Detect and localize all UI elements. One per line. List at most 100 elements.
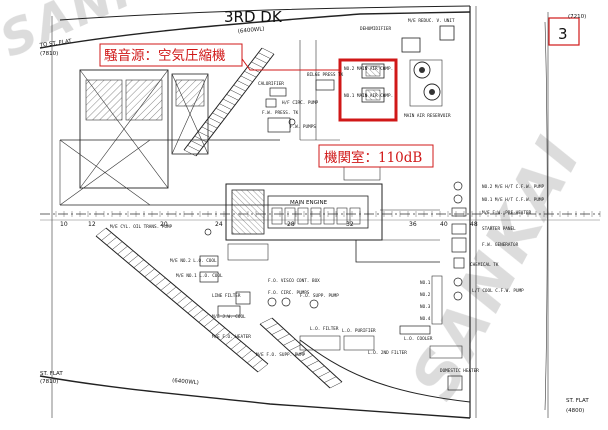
- page-number-box: 3: [548, 17, 580, 46]
- ladder-rung: [209, 323, 220, 332]
- starter-panel-label: STARTER PANEL: [482, 226, 516, 232]
- noise-source-callout: 騒音源：空気圧縮機: [99, 43, 340, 71]
- upper-left-trunks: [59, 69, 300, 206]
- ladder-rung: [155, 277, 166, 287]
- pump-no1: NO.1: [420, 280, 431, 286]
- lo-cooler-label: L.O. COOLER: [404, 336, 433, 342]
- ladder-rung: [101, 232, 112, 241]
- frame-number: 36: [409, 221, 417, 228]
- engine-room-text: 機関室：110dB: [324, 149, 422, 166]
- ladder-rung: [265, 323, 278, 330]
- right-bottom-flat: ST. FLAT: [566, 398, 589, 404]
- ladder-rung: [214, 327, 225, 336]
- ladder-rung: [226, 94, 239, 101]
- me-fo-heater-label: M/E F.O. HEATER: [212, 334, 251, 340]
- hull-outline: [39, 5, 549, 419]
- page-number: 3: [558, 25, 568, 43]
- ladder-rung: [208, 117, 221, 124]
- dim-bottom: (6400WL): [172, 378, 199, 386]
- lo-2nd-filter-label: L.O. 2ND FILTER: [368, 350, 407, 356]
- ladder-rung: [95, 227, 107, 237]
- me-fw-preheater-label: M/E F.W. PRE-HEATER: [482, 210, 532, 216]
- ladder-rung: [257, 363, 269, 373]
- ladder-rung: [236, 345, 247, 355]
- ladder-rung: [171, 291, 182, 300]
- ladder-rung: [277, 333, 290, 341]
- main-air-reservoir-label: MAIN AIR RESERVOIR: [404, 113, 451, 119]
- ladder-rung: [306, 360, 319, 367]
- dehumidifier-icon: [401, 37, 421, 53]
- engine-cylinder: [284, 207, 296, 225]
- main-air-comp-1-label: NO.1 MAIN AIR COMP.: [344, 93, 393, 99]
- right-bottom-dim: (4800): [566, 408, 584, 414]
- ladder-rung: [240, 75, 253, 83]
- ladder-rung: [259, 317, 273, 325]
- main-engine-label: MAIN ENGINE: [290, 200, 328, 206]
- left-hull-labels: TO ST. FLAT (7810) (6400WL) ST. FLAT (78…: [38, 26, 264, 386]
- ladder-rung: [122, 250, 134, 259]
- deck-title: 3RD DK: [224, 8, 283, 26]
- page-number-frame: [548, 17, 580, 46]
- noise-source-leader: [239, 55, 340, 71]
- flat-top-dim: (7810): [40, 51, 58, 57]
- ladder-rung: [237, 80, 250, 87]
- bilge-press-tk-label: BILGE PRESS TK: [307, 72, 344, 78]
- lo-purifier-label: L.O. PURIFIER: [342, 328, 376, 334]
- flat-bottom-label: ST. FLAT: [40, 371, 63, 377]
- air-reservoir-icon: [413, 61, 431, 79]
- ladder-rung: [198, 131, 211, 138]
- me-no1-lo-cool-label: M/E NO.1 L.O. COOL: [176, 273, 223, 279]
- ladder-rung: [160, 282, 171, 291]
- ladder-rung: [212, 112, 225, 120]
- pump-no4: NO.4: [420, 316, 431, 322]
- ladder-rung: [220, 332, 231, 341]
- ladder-rung: [251, 61, 264, 69]
- me-jw-cool-label: M/E J.W. COOL: [212, 314, 246, 320]
- main-engine-outline: [225, 183, 383, 241]
- ladder-rung: [258, 52, 271, 59]
- me-cyl-oil-trans-label: M/E CYL. OIL TRANS. PUMP: [110, 224, 172, 230]
- frame-number: 48: [470, 221, 478, 228]
- main-air-comp-2-label: NO.2 MAIN AIR COMP.: [344, 66, 393, 72]
- no1-ht-cfw-pump-label: NO.1 M/E H/T C.F.W. PUMP: [482, 197, 544, 203]
- main-air-comp-1-icon: [361, 87, 385, 103]
- lt-cool-cfw-pump-label: L/T COOL C.F.W. PUMP: [472, 288, 524, 294]
- frame-number: 40: [440, 221, 448, 228]
- fo-supply-pump-label: F.O. SUPP. PUMP: [300, 293, 339, 299]
- me-no2-lo-cool-label: M/E NO.2 L.O. COOL: [170, 258, 217, 264]
- pump-no3: NO.3: [420, 304, 431, 310]
- right-top-dim: (7210): [568, 14, 586, 20]
- ladder-rung: [176, 295, 188, 305]
- frame-number: 28: [287, 221, 295, 228]
- frame-number: 20: [160, 221, 168, 228]
- frame-number: 10: [60, 221, 68, 228]
- ladder-rung: [203, 318, 215, 327]
- hf-circ-pump-label: H/F CIRC. PUMP: [282, 100, 319, 106]
- engine-room-box: [318, 144, 434, 168]
- ladder-rung: [144, 268, 155, 277]
- main-air-comp-2-icon: [361, 63, 385, 79]
- ladder-rung: [244, 70, 257, 78]
- ladder-rung: [139, 264, 150, 273]
- ladder-rung: [219, 103, 232, 110]
- ladder-rung: [149, 273, 161, 282]
- engine-cylinder: [271, 207, 283, 225]
- ladder-rung: [261, 47, 275, 55]
- ladder-rung: [117, 245, 128, 255]
- engine-room-callout: 機関室：110dB: [318, 144, 434, 168]
- ladder-rung: [225, 336, 236, 345]
- flat-top-label: TO ST. FLAT: [38, 38, 72, 49]
- ladder-rung: [247, 354, 258, 364]
- fw-press-tk-label: F.W. PRESS. TK: [262, 110, 299, 116]
- ladder-rung: [289, 344, 302, 351]
- ladder-rung: [222, 98, 236, 106]
- line-filter-label: LINE FILTER: [212, 293, 241, 299]
- ladder-rung: [205, 121, 218, 129]
- ladder-rung: [201, 126, 214, 134]
- ladder-rung: [254, 57, 268, 64]
- dim-top: (6400WL): [238, 26, 265, 35]
- ladder-rung: [166, 286, 177, 296]
- ladder-rung: [190, 140, 204, 147]
